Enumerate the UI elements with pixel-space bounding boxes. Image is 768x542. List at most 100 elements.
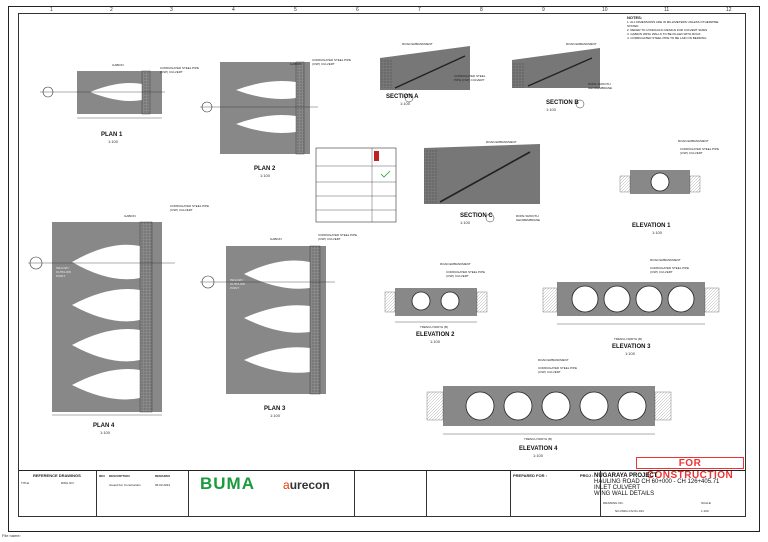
dwg-no-label: DWG NO.	[61, 481, 75, 485]
plan-1-scale: 1:100	[108, 139, 119, 144]
callout-csp: CORRUGATED STEEL PIPE (CSP) CULVERT	[680, 147, 720, 155]
plan-2	[200, 61, 318, 155]
elevation-2-title: ELEVATION 2	[416, 332, 455, 338]
section-c	[424, 144, 540, 223]
callout-gabion: GABION	[112, 63, 124, 67]
callout-csp: CORRUGATED STEEL PIPE (CSP) CULVERT	[318, 233, 358, 241]
section-b-scale: 1:100	[546, 107, 557, 112]
elevation-3-scale: 1:100	[625, 351, 636, 356]
project-cell: DRAWING NO. NU-DWG-CIV-01-013 1:100 SCAL…	[601, 471, 745, 517]
callout-gabion: GABION	[290, 62, 302, 66]
elevation-1	[619, 170, 701, 194]
plan-4	[28, 221, 175, 416]
callout-csp: CORRUGATED STEEL PIPE (CSP) CULVERT	[446, 270, 486, 278]
note-line: 1. ALL DIMENSIONS ARE IN MILLIMETERS UNL…	[627, 20, 719, 28]
scale-label: SCALE	[701, 501, 711, 505]
plan-2-title: PLAN 2	[254, 166, 276, 172]
section-b	[512, 48, 600, 109]
revision-description: Issued For Construction	[109, 483, 141, 487]
callout-csp: CORRUGATED STEEL PIPE (CSP) CULVERT	[650, 266, 690, 274]
callout-trench: TRENCH WIDTH (B)	[524, 437, 552, 441]
notes-title: NOTES:	[627, 15, 643, 20]
callout-road: ROAD EMBANKMENT	[566, 42, 597, 46]
drawing-no-label: DRAWING NO.	[603, 501, 624, 505]
elevation-1-title: ELEVATION 1	[632, 223, 671, 229]
callout-csp: CORRUGATED STEEL PIPE (CSP) CULVERT	[538, 366, 578, 374]
buma-logo: BUMA	[200, 474, 255, 493]
section-a-scale: 1:100	[400, 101, 411, 106]
callout-gabion: GABION	[124, 214, 136, 218]
note-line: 4. CORRUGATED STEEL PIPE TO BE LAID ON B…	[627, 36, 707, 40]
section-b-title: SECTION B	[546, 100, 579, 106]
drawing-sheet	[8, 6, 760, 532]
drawing-frame	[18, 13, 746, 517]
plan-1	[40, 70, 165, 119]
elevation-1-scale: 1:100	[652, 230, 663, 235]
project-line-3: INLET CULVERT	[594, 485, 641, 491]
elevation-4-title: ELEVATION 4	[519, 446, 558, 452]
callout-rope: ROPE SMOOTH GEOMEMBRANE	[516, 214, 541, 222]
prepared-for-cell: PREPARED FOR :	[511, 471, 601, 517]
prepared-for-label: PREPARED FOR :	[513, 473, 547, 478]
callout-road: ROAD EMBANKMENT	[440, 262, 471, 266]
callout-road: ROAD EMBANKMENT	[402, 42, 433, 46]
plan-4-scale: 1:100	[100, 430, 111, 435]
scale-value: 1:100	[701, 509, 709, 513]
title-label: TITLE	[21, 481, 30, 485]
callout-road: ROAD EMBANKMENT	[678, 139, 709, 143]
elevation-4	[426, 386, 672, 435]
callout-csp: CORRUGATED STEEL PIPE (CSP) CULVERT	[160, 66, 200, 74]
callout-csp: CORRUGATED STEEL PIPE (CSP) CULVERT	[454, 74, 486, 82]
callout-gabion: GABION	[270, 237, 282, 241]
project-line-2: HAULING ROAD CH 60+000 - CH 126+405.71	[594, 479, 720, 485]
signature-cell	[427, 471, 511, 517]
note-line: 2. REFER TO HYDRAULIC DESIGN FOR CULVERT…	[627, 28, 708, 32]
plan-1-title: PLAN 1	[101, 132, 123, 138]
project-line-4: WING WALL DETAILS	[594, 491, 655, 497]
elevation-2	[384, 288, 488, 323]
note-line: 3. GABION WING WALLS TO BE FILLED WITH R…	[627, 32, 701, 36]
rev-label: REV	[99, 474, 106, 478]
logos-cell	[189, 471, 355, 517]
general-notes: NOTES: 1. ALL DIMENSIONS ARE IN MILLIMET…	[627, 15, 727, 41]
elevation-3	[542, 282, 720, 325]
reference-drawings-cell: REFERENCE DRAWINGS TITLE DWG NO.	[19, 471, 97, 517]
section-c-title: SECTION C	[460, 213, 493, 219]
elevation-4-scale: 1:100	[533, 453, 544, 458]
plan-3-scale: 1:100	[270, 413, 281, 418]
project-title: PROJ : NUGARAYA PROJECT HAULING ROAD CH …	[580, 473, 720, 497]
callout-inflow: INFLOW / OUTFLOW POINT	[230, 278, 245, 290]
project-line-1: NUGARAYA PROJECT	[594, 473, 658, 479]
legend-table	[315, 147, 397, 223]
description-label: DESCRIPTION	[109, 474, 130, 478]
reference-drawings-label: REFERENCE DRAWINGS	[33, 473, 81, 478]
plan-3	[200, 245, 335, 395]
elevation-2-scale: 1:100	[430, 339, 441, 344]
callout-rope: ROPE SMOOTH GEOMEMBRANE	[588, 82, 613, 90]
callout-trench: TRENCH WIDTH (B)	[420, 325, 448, 329]
title-block: REFERENCE DRAWINGS TITLE DWG NO. REV DES…	[19, 470, 745, 517]
consultant-cell	[355, 471, 427, 517]
plan-2-scale: 1:100	[260, 173, 271, 178]
callout-road: ROAD EMBANKMENT	[486, 140, 517, 144]
file-name-label: File name:	[2, 533, 21, 538]
remarks-label: REMARKS	[155, 474, 171, 478]
revision-cell: REV DESCRIPTION REMARKS Issued For Const…	[97, 471, 189, 517]
callout-csp: CORRUGATED STEEL PIPE (CSP) CULVERT	[170, 204, 210, 212]
section-a	[380, 46, 470, 103]
section-c-scale: 1:100	[460, 220, 471, 225]
aurecon-logo: aurecon	[283, 478, 330, 492]
callout-trench: TRENCH WIDTH (B)	[614, 337, 642, 341]
callout-road: ROAD EMBANKMENT	[538, 358, 569, 362]
plan-3-title: PLAN 3	[264, 406, 286, 412]
plan-4-title: PLAN 4	[93, 423, 115, 429]
revision-date: 06.02.2024	[155, 483, 171, 487]
callout-csp: CORRUGATED STEEL PIPE (CSP) CULVERT	[312, 58, 352, 66]
callout-road: ROAD EMBANKMENT	[650, 258, 681, 262]
project-label: PROJ :	[580, 473, 594, 478]
section-a-title: SECTION A	[386, 94, 419, 100]
drawing-no: NU-DWG-CIV-01-013	[615, 509, 644, 513]
for-construction-stamp: FOR CONSTRUCTION	[636, 457, 744, 481]
callout-inflow: INFLOW / OUTFLOW POINT	[56, 266, 71, 278]
